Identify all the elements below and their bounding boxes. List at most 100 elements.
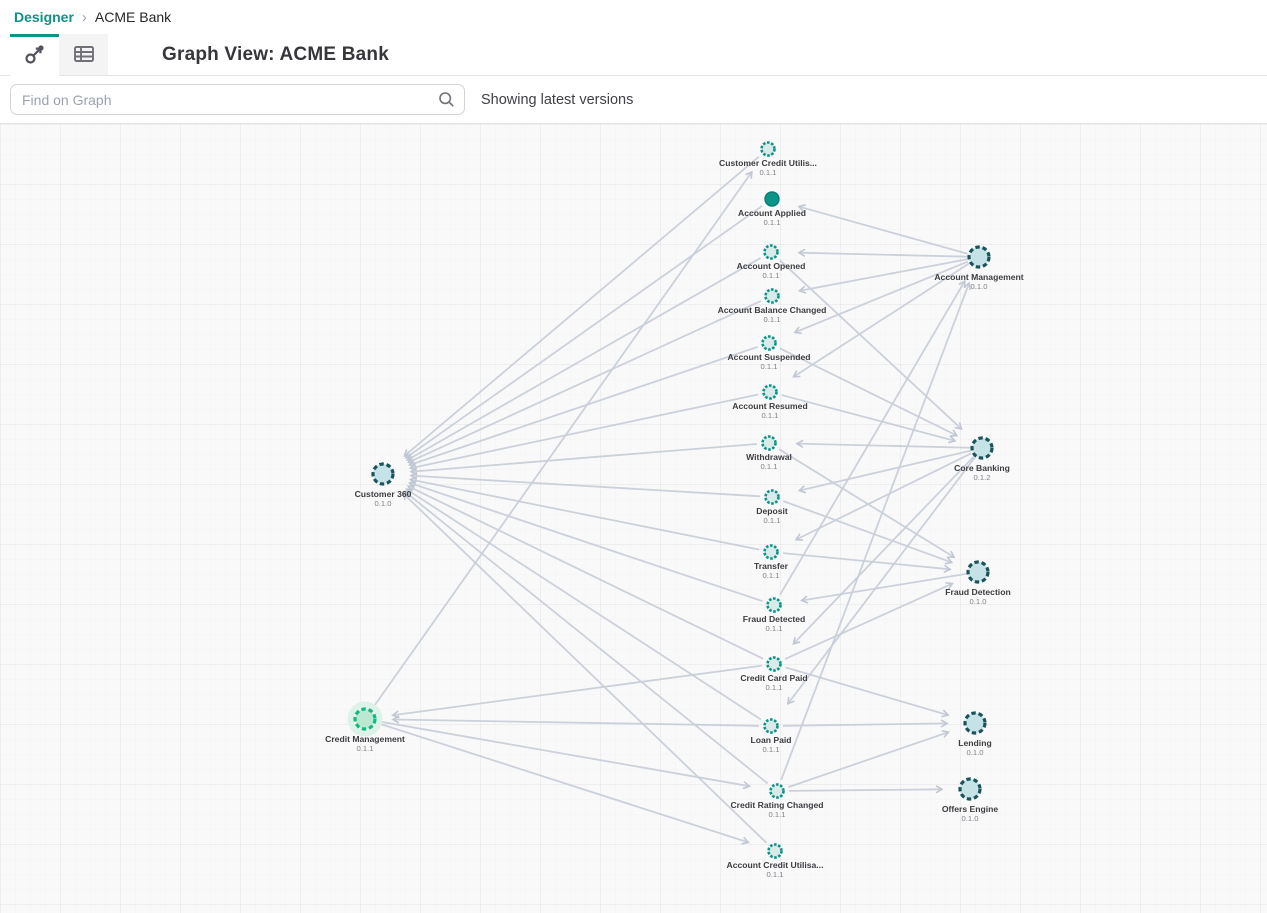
edge-credit-management-to-credit-rating-changed: [376, 720, 751, 790]
page-title: Graph View: ACME Bank: [162, 43, 389, 65]
edge-deposit-to-fraud-detection: [782, 500, 954, 565]
edge-credit-rating-changed-to-customer-360: [403, 490, 769, 785]
edge-credit-card-paid-to-fraud-detection: [784, 581, 954, 660]
edge-credit-card-paid-to-customer-360: [406, 484, 764, 660]
edge-withdrawal-to-customer-360: [409, 443, 758, 476]
search-wrap: [10, 84, 465, 115]
edge-core-banking-to-credit-card-paid: [792, 456, 975, 645]
tab-graph-view[interactable]: [10, 34, 59, 76]
event-circle[interactable]: [761, 335, 777, 351]
node-label: Core Banking: [954, 463, 1010, 473]
event-circle[interactable]: [766, 656, 782, 672]
event-circle[interactable]: [761, 435, 777, 451]
service-circle[interactable]: [967, 245, 991, 269]
node-customer-credit-utilisation[interactable]: Customer Credit Utilis...0.1.1: [719, 141, 817, 178]
service-circle[interactable]: [963, 711, 987, 735]
event-circle[interactable]: [769, 783, 785, 799]
node-version: 0.1.1: [763, 571, 780, 580]
event-circle[interactable]: [762, 384, 778, 400]
node-version: 0.1.1: [764, 315, 781, 324]
edge-core-banking-to-transfer: [794, 452, 972, 541]
breadcrumb: Designer › ACME Bank: [0, 0, 1267, 34]
search-input[interactable]: [10, 84, 465, 115]
edge-account-opened-to-core-banking: [779, 259, 963, 431]
node-label: Credit Management: [325, 734, 405, 744]
breadcrumb-current: ACME Bank: [94, 9, 172, 25]
edge-transfer-to-fraud-detection: [782, 552, 952, 573]
node-version: 0.1.0: [970, 597, 987, 606]
edges-layer: [371, 156, 976, 845]
node-version: 0.1.1: [762, 411, 779, 420]
edge-account-management-to-account-resumed: [792, 262, 970, 378]
edge-credit-rating-changed-to-account-management: [780, 281, 972, 781]
tab-bar: Graph View: ACME Bank: [0, 34, 1267, 76]
edge-account-suspended-to-core-banking: [779, 347, 959, 437]
service-circle[interactable]: [966, 560, 990, 584]
node-version: 0.1.1: [761, 362, 778, 371]
service-circle[interactable]: [970, 436, 994, 460]
service-circle[interactable]: [371, 462, 395, 486]
node-account-credit-utilisation[interactable]: Account Credit Utilisa...0.1.1: [727, 843, 824, 880]
edge-customer-credit-utilisation-to-customer-360: [403, 156, 760, 457]
node-label: Account Credit Utilisa...: [727, 860, 824, 870]
node-version: 0.1.1: [763, 745, 780, 754]
edge-account-credit-utilisation-to-customer-360: [402, 492, 767, 844]
node-version: 0.1.1: [357, 744, 374, 753]
edge-withdrawal-to-fraud-detection: [778, 448, 956, 559]
edge-account-management-to-account-applied: [797, 204, 968, 255]
event-circle[interactable]: [766, 597, 782, 613]
event-circle[interactable]: [764, 489, 780, 505]
node-version: 0.1.1: [760, 168, 777, 177]
node-label: Credit Rating Changed: [730, 800, 823, 810]
event-circle[interactable]: [763, 244, 779, 260]
edge-core-banking-to-withdrawal: [795, 439, 971, 449]
service-circle[interactable]: [353, 707, 377, 731]
edge-account-management-to-account-opened: [797, 248, 968, 258]
edge-account-resumed-to-customer-360: [408, 393, 759, 472]
edge-account-suspended-to-customer-360: [408, 346, 758, 468]
edge-account-opened-to-customer-360: [405, 257, 762, 461]
edge-loan-paid-to-lending: [782, 719, 949, 728]
event-circle[interactable]: [763, 718, 779, 734]
event-circle[interactable]: [764, 288, 780, 304]
event-circle[interactable]: [767, 843, 783, 859]
node-label: Transfer: [754, 561, 789, 571]
node-version: 0.1.1: [766, 683, 783, 692]
tab-table-view[interactable]: [59, 34, 108, 75]
event-circle[interactable]: [760, 141, 776, 157]
breadcrumb-designer-link[interactable]: Designer: [14, 9, 74, 25]
service-circle[interactable]: [958, 777, 982, 801]
graph-icon: [24, 43, 46, 70]
node-label: Account Applied: [738, 208, 806, 218]
node-version: 0.1.0: [967, 748, 984, 757]
edge-loan-paid-to-credit-management: [391, 715, 760, 727]
edge-loan-paid-to-customer-360: [405, 488, 762, 721]
event-circle[interactable]: [764, 191, 780, 207]
event-circle[interactable]: [763, 544, 779, 560]
node-version: 0.1.0: [375, 499, 392, 508]
node-version: 0.1.2: [974, 473, 991, 482]
edge-core-banking-to-deposit: [797, 449, 971, 494]
search-icon: [438, 91, 455, 113]
